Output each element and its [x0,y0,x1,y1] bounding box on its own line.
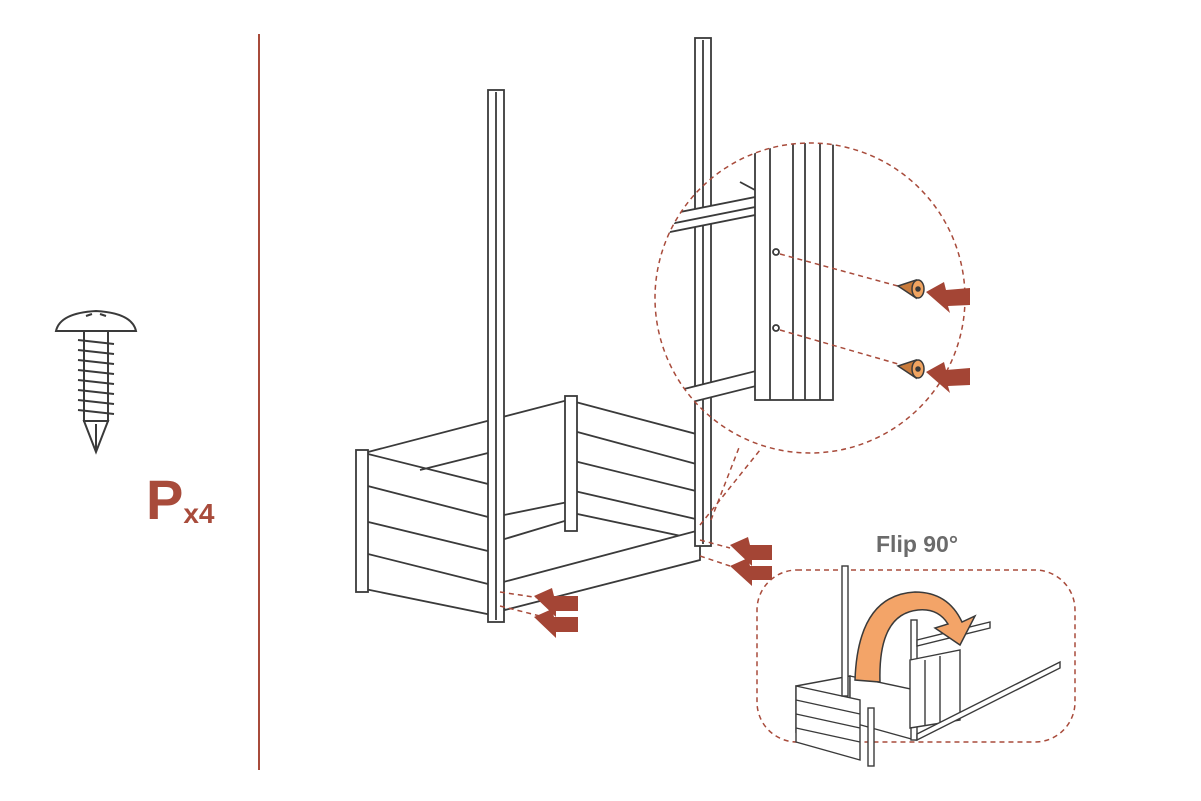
arrow-icon [926,362,970,393]
part-quantity: x4 [183,498,215,529]
arrow-icon [730,558,772,586]
washer-screw-icon [896,278,925,300]
arrow-icon [534,588,578,617]
flip-label: Flip 90° [876,531,959,557]
flip-arrow-icon [854,591,977,683]
part-letter: P [146,468,184,531]
arrow-icon [534,609,578,638]
washer-screw-icon [896,358,925,380]
part-label: Px4 [146,472,215,528]
detail-callout [654,142,970,454]
arrow-icon [926,282,970,313]
raised-bed-frame [355,37,712,623]
flip-inset [756,565,1076,767]
detail-leader-lines [499,444,761,617]
screw-icon [54,309,138,455]
fasten-arrows [534,537,772,638]
arrow-icon [730,537,772,566]
